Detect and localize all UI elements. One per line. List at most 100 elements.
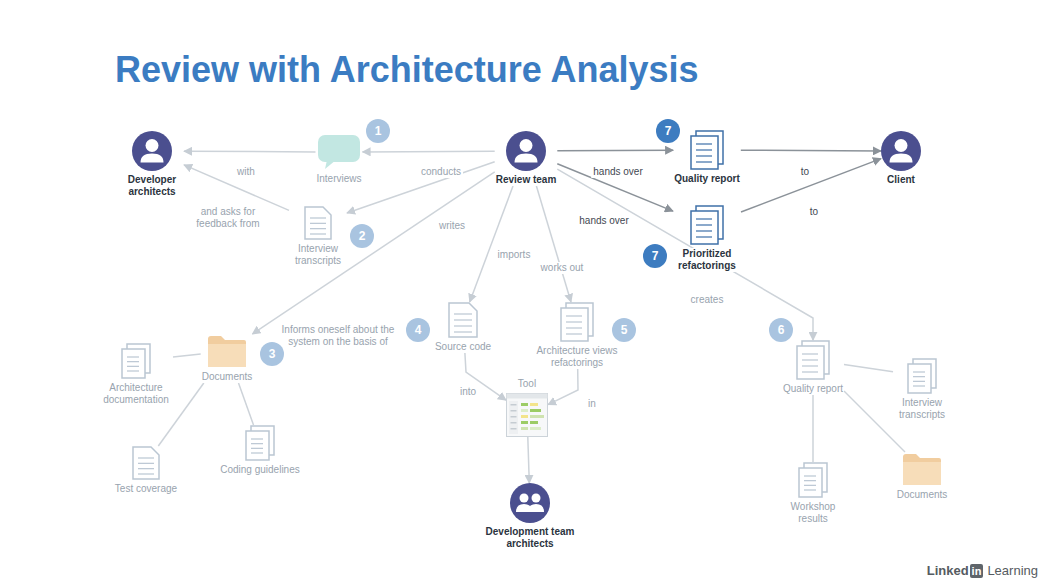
icon-part bbox=[304, 206, 332, 240]
icon-part bbox=[913, 376, 925, 377]
icon-part bbox=[521, 409, 528, 412]
node-label: Quality report bbox=[782, 383, 844, 395]
icon-part bbox=[561, 308, 588, 341]
node-box: Quality report bbox=[782, 340, 844, 395]
edge-label: Informs oneself about the system on the … bbox=[279, 324, 397, 348]
icon-part bbox=[511, 428, 517, 430]
docs-dark-icon bbox=[690, 205, 724, 245]
icon-part bbox=[127, 366, 139, 367]
tool-icon bbox=[506, 393, 548, 437]
icon-part bbox=[802, 365, 818, 366]
connector bbox=[844, 365, 893, 372]
icon-part bbox=[696, 224, 712, 225]
node-box: Source code bbox=[434, 302, 492, 353]
icon-part bbox=[251, 452, 263, 453]
icon-part bbox=[908, 364, 931, 393]
icon-part bbox=[566, 315, 582, 316]
edge-label: hands over bbox=[577, 215, 630, 227]
icon-part bbox=[506, 131, 546, 171]
group-icon bbox=[510, 483, 550, 523]
icon-part bbox=[511, 410, 517, 412]
node-box: Tool bbox=[506, 378, 548, 437]
icon-part bbox=[509, 401, 518, 434]
icon-part bbox=[903, 454, 941, 484]
icon-part bbox=[696, 230, 712, 231]
icon-part bbox=[138, 473, 154, 474]
icon-part bbox=[521, 427, 528, 430]
node-label: Coding guidelines bbox=[219, 464, 301, 476]
node-box: Coding guidelines bbox=[219, 425, 301, 476]
node-box: Interview transcripts bbox=[289, 206, 347, 267]
icon-part bbox=[448, 302, 478, 338]
person-icon bbox=[881, 131, 921, 171]
docs-icon bbox=[907, 358, 937, 394]
node-label: Developer architects bbox=[120, 174, 184, 198]
icon-part bbox=[515, 154, 538, 163]
icon-part bbox=[127, 361, 139, 362]
icon-part bbox=[245, 425, 275, 461]
edge-label: to bbox=[799, 166, 811, 178]
node-box: Client bbox=[881, 131, 921, 186]
edge-label: and asks for feedback from bbox=[190, 206, 266, 230]
icon-part bbox=[138, 457, 154, 458]
node-box: Interviews bbox=[315, 134, 362, 185]
icon-part bbox=[913, 385, 925, 386]
icon-part bbox=[454, 313, 472, 314]
doc-icon bbox=[132, 446, 160, 480]
node-label: Quality report bbox=[673, 173, 741, 185]
icon-part bbox=[520, 494, 529, 503]
node-box: Documents bbox=[896, 452, 949, 501]
icon-part bbox=[325, 160, 336, 169]
icon-part bbox=[907, 358, 937, 394]
icon-part bbox=[317, 134, 361, 170]
icon-part bbox=[913, 381, 925, 382]
icon-part bbox=[251, 438, 263, 439]
icon-part bbox=[797, 346, 824, 379]
node-label: Client bbox=[886, 174, 916, 186]
icon-part bbox=[560, 302, 594, 342]
edge-label: creates bbox=[689, 294, 726, 306]
icon-part bbox=[521, 415, 528, 418]
node-label: Development team architects bbox=[473, 526, 587, 550]
node-box: Development team architects bbox=[473, 483, 587, 550]
callout-number: 1 bbox=[366, 119, 390, 143]
icon-part bbox=[566, 333, 582, 334]
icon-part bbox=[132, 131, 172, 171]
icon-part bbox=[696, 218, 712, 219]
icon-part bbox=[122, 349, 145, 378]
icon-part bbox=[511, 404, 517, 406]
docs-icon bbox=[560, 302, 594, 342]
icon-part bbox=[318, 135, 360, 162]
edge-label: with bbox=[235, 166, 257, 178]
node-label: Workshop results bbox=[784, 501, 842, 525]
icon-part bbox=[146, 139, 159, 152]
callout-number: 4 bbox=[406, 318, 430, 342]
edge-label: imports bbox=[496, 249, 533, 261]
node-label: Interviews bbox=[315, 173, 362, 185]
watermark-text: Learning bbox=[987, 563, 1038, 578]
docs-dark-icon bbox=[690, 130, 724, 170]
connector bbox=[741, 159, 881, 212]
icon-part bbox=[530, 409, 541, 412]
icon-part bbox=[454, 331, 472, 332]
icon-part bbox=[802, 353, 818, 354]
icon-part bbox=[802, 359, 818, 360]
icon-part bbox=[903, 462, 941, 485]
doc-icon bbox=[304, 206, 332, 240]
icon-part bbox=[530, 415, 544, 418]
icon-part bbox=[796, 340, 830, 380]
edge-label: into bbox=[458, 386, 478, 398]
doc-icon bbox=[448, 302, 478, 338]
icon-part bbox=[251, 443, 263, 444]
node-box: Developer architects bbox=[120, 131, 184, 198]
connector bbox=[557, 164, 673, 211]
icon-part bbox=[132, 446, 160, 480]
bubble-icon bbox=[317, 134, 361, 170]
node-label: Test coverage bbox=[114, 483, 178, 495]
person-icon bbox=[506, 131, 546, 171]
icon-part bbox=[506, 131, 546, 171]
icon-part bbox=[127, 370, 139, 371]
node-box: Review team bbox=[495, 131, 558, 186]
connector bbox=[173, 354, 201, 357]
icon-part bbox=[454, 325, 472, 326]
